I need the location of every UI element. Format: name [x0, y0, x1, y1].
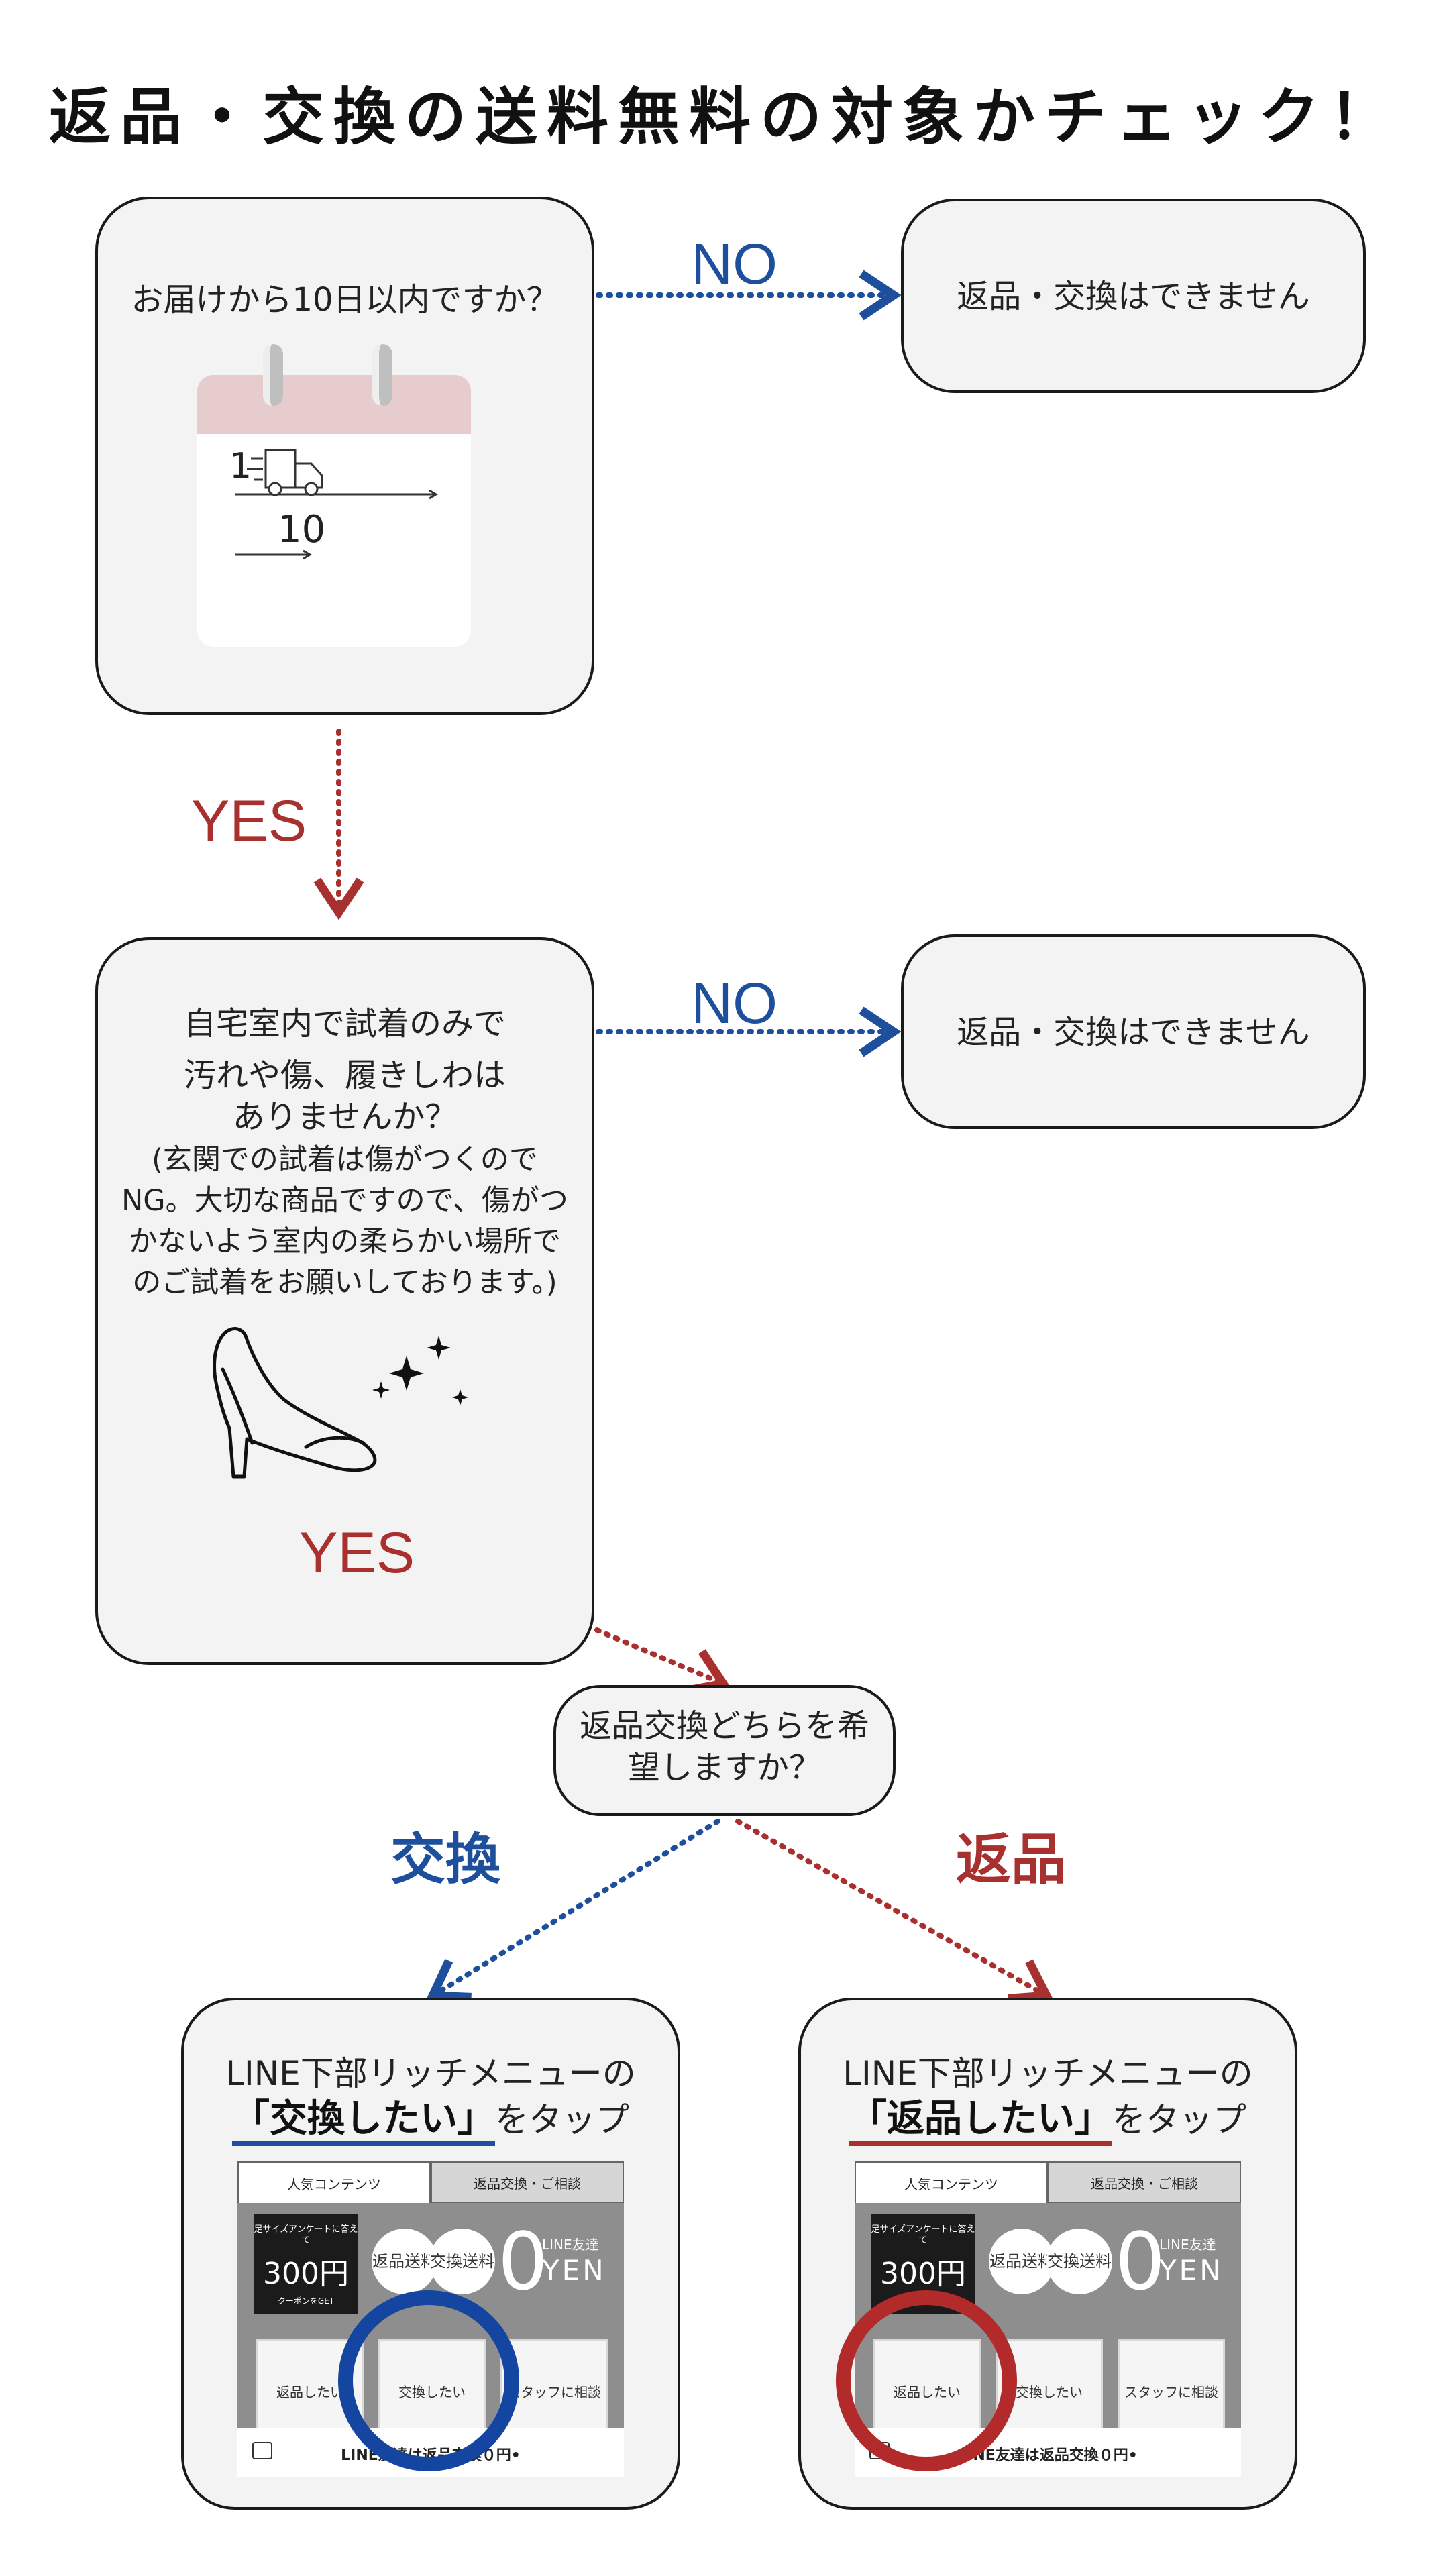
exchange-quote: 「交換したい」 [232, 2097, 495, 2146]
q1-box: お届けから10日以内ですか？ 1 10 [95, 197, 594, 715]
coupon-big: 300円 [263, 2257, 349, 2292]
q2-no-result: 返品・交換はできません [957, 1014, 1310, 1051]
keyboard-icon[interactable] [252, 2442, 272, 2459]
tab-popular[interactable]: 人気コンテンツ [237, 2161, 431, 2203]
return-suffix: をタップ [1112, 2100, 1246, 2139]
coupon-sub: クーポンをGET [277, 2296, 335, 2306]
calendar-icon: 1 10 [197, 375, 471, 647]
q2-line2: 汚れや傷、履きしわは [183, 1057, 506, 1094]
circle-exchange-fee: 交換送料 [1046, 2229, 1112, 2294]
coupon-tile[interactable]: 足サイズアンケートに答えて 300円 クーポンをGET [254, 2214, 358, 2314]
coupon-big: 300円 [880, 2257, 966, 2292]
tile-staff[interactable]: スタッフに相談 [1118, 2339, 1225, 2446]
exchange-box: LINE下部リッチメニューの 「交換したい」をタップ 人気コンテンツ 返品交換・… [181, 1998, 680, 2510]
highlight-circle-exchange [338, 2290, 519, 2471]
q3-question: 返品交換どちらを希望しますか？ [579, 1707, 869, 1787]
q2-line1: 自宅室内で試着のみで [183, 1005, 506, 1042]
calendar-drawing [235, 449, 438, 560]
q2-no-result-box: 返品・交換はできません [901, 934, 1366, 1129]
q1-no-result-box: 返品・交換はできません [901, 199, 1366, 393]
tab-return-exchange[interactable]: 返品交換・ご相談 [1048, 2161, 1241, 2203]
friend-label: LINE友達 [542, 2237, 599, 2253]
return-instruction: 「返品したい」をタップ [801, 2096, 1295, 2146]
circle-return-fee: 返品送料 [372, 2229, 437, 2294]
tab-return-exchange[interactable]: 返品交換・ご相談 [431, 2161, 624, 2203]
highlight-circle-return [836, 2290, 1017, 2471]
circle-return-fee: 返品送料 [989, 2229, 1055, 2294]
calendar-ring-left [263, 344, 283, 406]
exchange-line1: LINE下部リッチメニューの [225, 2054, 636, 2093]
calendar-ring-right [372, 344, 392, 406]
q2-box: 自宅室内で試着のみで 汚れや傷、履きしわは ありませんか？ (玄関での試着は傷が… [95, 937, 594, 1665]
return-quote: 「返品したい」 [849, 2097, 1112, 2146]
exchange-instruction: 「交換したい」をタップ [184, 2096, 678, 2146]
calendar-header [197, 375, 471, 434]
q1-question: お届けから10日以内ですか？ [131, 281, 559, 319]
delivery-truck-icon [247, 449, 323, 496]
q2-yes-label: YES [299, 1521, 415, 1585]
calendar-start: 1 [229, 446, 252, 486]
q1-no-label: NO [691, 232, 777, 297]
exchange-label: 交換 [390, 1828, 501, 1892]
q3-box: 返品交換どちらを希望しますか？ [553, 1685, 896, 1816]
q1-no-result: 返品・交換はできません [957, 278, 1310, 315]
footer-text: LINE友達は返品交換０円• [958, 2447, 1138, 2464]
yen-label: YEN [542, 2254, 606, 2287]
zero-value: 0 [1115, 2215, 1166, 2308]
q1-yes-label: YES [191, 789, 307, 853]
return-arrow [735, 1819, 1054, 2003]
tab-popular[interactable]: 人気コンテンツ [855, 2161, 1048, 2203]
exchange-suffix: をタップ [495, 2100, 629, 2139]
q2-line3: ありませんか？ [232, 1098, 458, 1136]
high-heel-sparkle-icon [213, 1327, 468, 1479]
friend-label: LINE友達 [1159, 2237, 1216, 2253]
menu-tabs: 人気コンテンツ 返品交換・ご相談 [855, 2161, 1241, 2203]
circle-exchange-fee: 交換送料 [429, 2229, 495, 2294]
yen-label: YEN [1159, 2254, 1224, 2287]
coupon-small: 足サイズアンケートに答えて [871, 2224, 975, 2245]
return-label: 返品 [956, 1828, 1067, 1892]
q2-no-label: NO [691, 971, 777, 1036]
menu-tabs: 人気コンテンツ 返品交換・ご相談 [237, 2161, 624, 2203]
calendar-end: 10 [278, 508, 326, 551]
page-title: 返品・交換の送料無料の対象かチェック！ [48, 81, 1400, 153]
return-line1: LINE下部リッチメニューの [843, 2054, 1253, 2093]
q2-yes-arrow [594, 1627, 731, 1695]
menu-panel: 足サイズアンケートに答えて 300円 クーポンをGET 返品送料 交換送料 0 … [237, 2203, 624, 2470]
zero-value: 0 [498, 2215, 549, 2308]
coupon-small: 足サイズアンケートに答えて [254, 2224, 358, 2245]
return-box: LINE下部リッチメニューの 「返品したい」をタップ 人気コンテンツ 返品交換・… [798, 1998, 1297, 2510]
q2-note: (玄関での試着は傷がつくのでNG。大切な商品ですので、傷がつかないよう室内の柔ら… [121, 1143, 568, 1300]
